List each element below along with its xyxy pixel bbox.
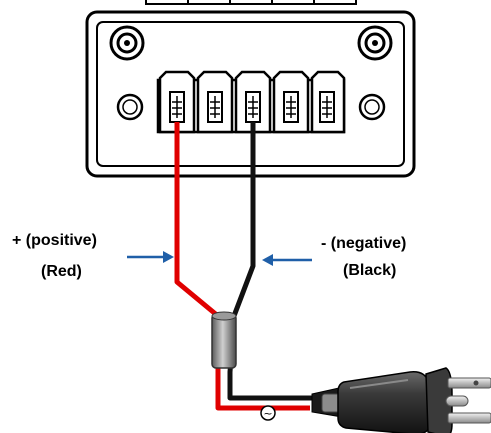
positive-arrow xyxy=(127,251,174,263)
ac-power-plug-icon xyxy=(311,367,491,433)
screw-icon xyxy=(109,25,145,61)
mounting-hole-right xyxy=(358,93,386,121)
terminal-slot-3 xyxy=(234,70,272,134)
negative-arrow xyxy=(262,254,312,266)
positive-color-label: (Red) xyxy=(41,263,82,280)
top-terminal-strip xyxy=(145,0,357,5)
terminal-slot-2 xyxy=(196,70,234,134)
terminal-slot-1 xyxy=(158,70,196,134)
terminal-slot-5 xyxy=(310,70,346,134)
screw-icon xyxy=(357,25,393,61)
terminal-block xyxy=(156,70,346,134)
positive-label: + (positive) xyxy=(12,232,97,249)
negative-label: - (negative) xyxy=(321,235,407,252)
ac-symbol-glyph: ~ xyxy=(263,407,272,420)
negative-color-label: (Black) xyxy=(343,262,397,279)
ac-sine-icon: ~ xyxy=(260,405,276,421)
cable-ferrule xyxy=(211,311,237,369)
terminal-slot-4 xyxy=(272,70,310,134)
mounting-hole-left xyxy=(116,93,144,121)
